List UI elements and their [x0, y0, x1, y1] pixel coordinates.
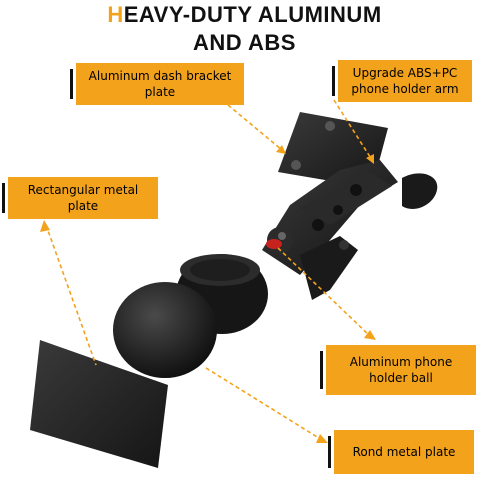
callout-ball: Aluminum phone holder ball — [320, 345, 476, 395]
callout-round-plate-text: Rond metal plate — [352, 445, 456, 459]
rectangular-metal-plate — [30, 340, 168, 468]
arrow-dash-plate — [227, 104, 283, 151]
round-metal-plate — [113, 282, 217, 378]
callout-round-plate: Rond metal plate — [328, 430, 474, 474]
arrow-round-plate-head — [316, 434, 328, 443]
arrow-dash-plate-head — [276, 145, 286, 154]
arrow-ball-head — [364, 330, 376, 340]
headline-line-2: AND ABS — [193, 30, 296, 55]
arrow-rect-plate — [45, 224, 97, 366]
headline-line-1-text: EAVY-DUTY ALUMINUM — [123, 2, 382, 27]
arrow-round-plate — [205, 367, 323, 441]
callout-dash-plate: Aluminum dash bracket plate — [70, 63, 244, 105]
callout-rect-plate-text: Rectangular metal plate — [27, 183, 139, 213]
callout-dash-plate-text: Aluminum dash bracket plate — [88, 69, 232, 99]
callout-arm: Upgrade ABS+PC phone holder arm — [332, 60, 472, 102]
arrow-ball — [277, 247, 371, 337]
arrow-arm-head — [366, 154, 374, 164]
callout-arm-text: Upgrade ABS+PC phone holder arm — [351, 66, 459, 96]
callout-rect-plate: Rectangular metal plate — [2, 177, 158, 219]
callout-arrows — [40, 99, 376, 443]
headline-line-1: HEAVY-DUTY ALUMINUM — [0, 2, 489, 28]
holder-ball — [266, 227, 293, 253]
holder-arm — [262, 160, 438, 300]
arrow-rect-plate-head — [40, 220, 50, 232]
callout-ball-text: Aluminum phone holder ball — [349, 355, 453, 385]
headline-accent-letter: H — [107, 2, 124, 27]
arrow-arm — [333, 99, 373, 161]
